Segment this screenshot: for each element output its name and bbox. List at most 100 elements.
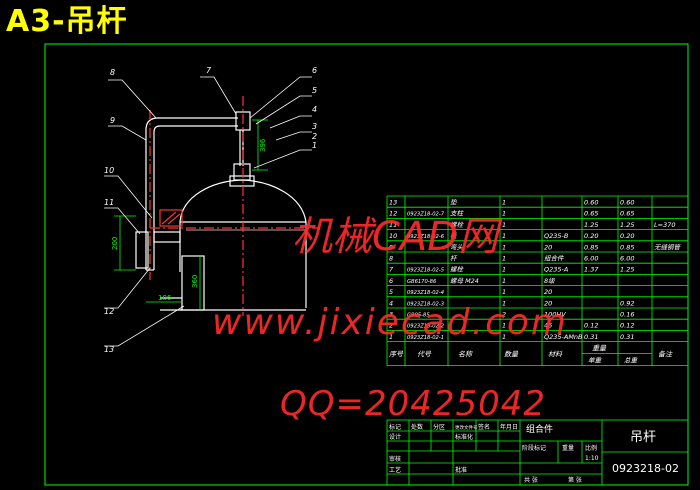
- assembly-view: [135, 96, 320, 316]
- balloon-1: 1: [312, 141, 317, 150]
- bom-cell: 11: [389, 221, 397, 229]
- bom-cell: 12: [389, 210, 397, 218]
- rev-h-3: 更改文件号: [455, 424, 478, 431]
- balloon-8: 8: [110, 68, 115, 77]
- bom-cell: 垫: [450, 199, 458, 207]
- bom-cell: 螺栓: [450, 221, 465, 229]
- bom-cell: 0923Z18-02-6: [407, 234, 445, 240]
- tb-stage: 阶段标记: [522, 444, 546, 452]
- bom-cell: 100HV: [544, 311, 566, 319]
- bom-cell: 6: [389, 277, 393, 285]
- bom-cell: 8级: [544, 277, 555, 285]
- dim-200: 200: [111, 237, 119, 250]
- bom-cell: 1.25: [584, 221, 598, 229]
- balloon-11: 11: [104, 198, 114, 207]
- bom-header-remark: 备注: [658, 351, 673, 359]
- support-hatch: [161, 211, 177, 225]
- rev-h-0: 标记: [389, 423, 401, 431]
- lift-pipe-inner: [153, 125, 238, 270]
- bom-cell: 0.85: [584, 243, 598, 251]
- clamp-bracket: [153, 231, 181, 243]
- bom-cell: GB6170-86: [407, 279, 437, 285]
- bom-cell: 45: [544, 322, 552, 330]
- bom-cell: 20: [544, 288, 552, 296]
- bom-cell: 0.85: [620, 243, 634, 251]
- bom-cell: 2: [502, 311, 506, 319]
- bom-cell: 1: [502, 277, 506, 285]
- bom-cell: 板: [450, 232, 458, 240]
- balloon-2: 2: [312, 132, 317, 141]
- bom-cell: 0.16: [620, 311, 634, 319]
- tb-part-name: 吊杆: [630, 430, 656, 445]
- bom-cell: 1: [502, 243, 506, 251]
- bom-cell: 0.60: [584, 199, 598, 207]
- bom-cell: 弯头: [450, 243, 464, 251]
- bom-header-material: 材料: [548, 351, 563, 359]
- bom-cell: 0.12: [584, 322, 598, 330]
- bom-header-unit-weight: 单重: [588, 357, 603, 365]
- bom-cell: 1: [502, 221, 506, 229]
- nozzle-box: [181, 255, 205, 311]
- bom-header-qty: 数量: [504, 351, 519, 359]
- bom-cell: 0923Z18-02-5: [407, 268, 445, 274]
- watermark-url: www.jixiecad.com: [212, 302, 568, 343]
- balloon-labels: 8 7 6 5 4 3 2 1 9 10 11 12 13: [104, 66, 317, 354]
- tb-review: 审核: [389, 455, 401, 463]
- bom-cell: 0.31: [620, 333, 634, 341]
- bom-cell: 螺母 M24: [450, 277, 479, 285]
- bom-cell: 0923Z18-02-1: [407, 335, 444, 341]
- bom-cell: 0.60: [620, 199, 634, 207]
- bom-cell: 1.25: [620, 221, 634, 229]
- tb-sheet-total: 共 张: [524, 476, 538, 484]
- support-plate: [159, 209, 183, 227]
- bom-cell: 0.92: [620, 299, 634, 307]
- bom-cell: 3: [389, 311, 393, 319]
- rev-h-4: 签名: [478, 423, 490, 431]
- page-title: A3-吊杆: [6, 4, 128, 39]
- bom-cell: 20: [544, 243, 552, 251]
- bom-cell: 6.00: [584, 255, 598, 263]
- bom-cell: 6.00: [620, 255, 634, 263]
- bom-cell: 10: [389, 232, 397, 240]
- tb-approve: 批准: [455, 466, 467, 474]
- dim-360: 360: [191, 275, 199, 288]
- bom-header-no: 序号: [389, 351, 404, 359]
- lug: [229, 175, 255, 187]
- bom-cell: 20: [544, 299, 552, 307]
- bom-cell: Q235-A: [544, 266, 568, 274]
- dimensions: [114, 119, 268, 310]
- bom-cell: 0.20: [620, 232, 634, 240]
- bom-header-name: 名称: [458, 351, 473, 359]
- bom-cell: 1: [502, 322, 506, 330]
- bom-cell: 9: [389, 243, 393, 251]
- hanger-eye: [233, 163, 251, 181]
- bom-cell: 1.25: [620, 266, 634, 274]
- bom-cell: 1.37: [584, 266, 599, 274]
- bom-cell: 13: [389, 199, 397, 207]
- bom-cell: 0.31: [584, 333, 598, 341]
- bom-header-code: 代号: [417, 351, 432, 359]
- balloon-9: 9: [110, 116, 115, 125]
- bom-cell: 1: [502, 288, 506, 296]
- bom-cell: 0.65: [584, 210, 598, 218]
- balloon-10: 10: [104, 166, 114, 175]
- leaders: [104, 76, 312, 347]
- title-block: [386, 419, 689, 486]
- watermark-site: 机械CAD网: [292, 214, 499, 260]
- bom-cell: 1: [502, 232, 506, 240]
- tb-scale: 1:10: [585, 455, 599, 462]
- tb-process: 工艺: [389, 466, 401, 474]
- dim-186: 186: [158, 294, 172, 302]
- bom-cell: 1: [502, 199, 506, 207]
- bom-cell: 1: [502, 266, 506, 274]
- watermark-qq: QQ=20425042: [280, 384, 547, 424]
- bom-cell: 1: [389, 333, 393, 341]
- bom-header-weight: 重量: [592, 345, 607, 353]
- bom-cell: 4: [389, 299, 393, 307]
- bom-cell: 0.12: [620, 322, 634, 330]
- bom-cell: 0923Z18-02-7: [407, 212, 445, 218]
- balloon-4: 4: [312, 105, 317, 114]
- tb-design: 设计: [389, 433, 401, 441]
- clamp-plate: [135, 231, 149, 269]
